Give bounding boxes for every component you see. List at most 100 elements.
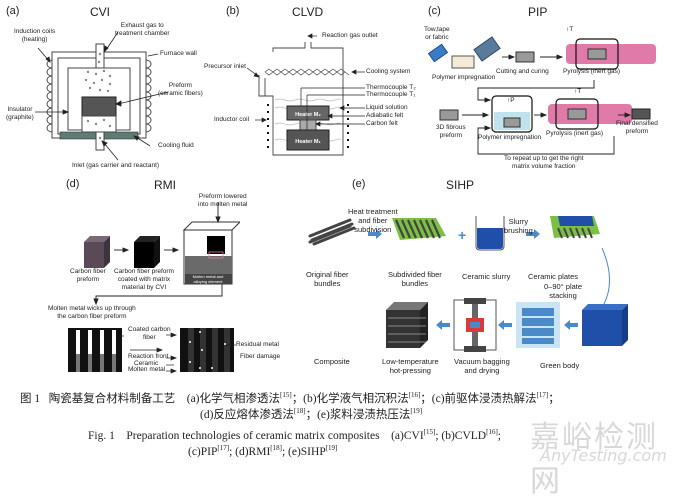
press-sample xyxy=(470,322,480,328)
label-repeat: To repeat up to get the right matrix vol… xyxy=(504,155,584,170)
panel-label-c: (c) xyxy=(428,5,441,17)
ref-en-d: [18] xyxy=(270,444,282,452)
molten-metal-label-bg xyxy=(185,274,232,284)
cvi-leader-arrows xyxy=(35,31,169,161)
panel-title-e: SIHP xyxy=(446,178,475,192)
pyrolysis-block-1 xyxy=(587,48,607,60)
watermark-en: AnyTesting.com xyxy=(540,446,667,465)
plus-icon: + xyxy=(458,227,466,243)
label-preform: Preform (ceramic fibers) xyxy=(158,82,203,97)
caption-cn-c: ；(c)前驱体浸渍热解法 xyxy=(420,393,537,405)
furnace-box-1 xyxy=(575,38,619,70)
label-ceramic-slurry: Ceramic slurry xyxy=(462,272,511,281)
label-carbon-felt: Carbon felt xyxy=(366,120,398,127)
coated-fibers xyxy=(76,330,116,354)
cf-preform-side xyxy=(104,236,110,268)
carbon-felt xyxy=(299,119,317,131)
panel-label-d: (d) xyxy=(66,178,80,190)
label-cutting-curing: Cutting and curing xyxy=(496,68,549,75)
label-cf-preform: Carbon fiber preform xyxy=(70,268,106,283)
impregnation-box-2 xyxy=(491,95,533,133)
label-temp-up-2: ↑T xyxy=(574,88,582,95)
sihp-diagram: + xyxy=(308,216,628,352)
impregnated-block xyxy=(503,117,521,128)
label-coated-preform: Carbon fiber preform coated with matrix … xyxy=(114,268,174,291)
label-original-bundles: Original fiber bundles xyxy=(306,270,349,288)
label-temp-up-1: ↑T xyxy=(566,26,574,33)
press-top-plate xyxy=(464,298,486,304)
clvd-diagram: Heater M₂ Heater M₁ xyxy=(246,33,365,156)
infiltration-zone xyxy=(208,251,224,259)
ref-cn-b: [16] xyxy=(408,391,421,400)
caption-en-e: ; (e)SIHP xyxy=(281,445,326,458)
label-insulator: Insulator (graphite) xyxy=(6,106,34,121)
cf-preform-front xyxy=(84,242,104,268)
label-polymer-impregnation-1: Polymer impregnation xyxy=(432,74,496,81)
heater-m1 xyxy=(286,129,330,151)
caption-cn-fig: 图 1 xyxy=(20,393,41,405)
preform-support xyxy=(81,115,117,133)
label-final-preform: Final densified preform xyxy=(616,120,658,135)
caption-cn-line1: 图 1 陶瓷基复合材料制备工艺 (a)化学气相渗透法[15]；(b)化学液气相沉… xyxy=(20,390,560,406)
green-body-front xyxy=(582,310,622,346)
preform-stack xyxy=(81,96,117,117)
panel-title-b: CLVD xyxy=(292,5,324,19)
label-fibrous-preform: 3D fibrous preform xyxy=(436,124,466,139)
caption-cn-line2: (d)反应熔体渗透法[18]；(e)浆料浸渍热压法[19] xyxy=(200,406,422,422)
cured-block-1 xyxy=(515,51,535,63)
fiber-lower-parts xyxy=(76,354,116,372)
label-green-body: Green body xyxy=(540,361,580,370)
label-ceramic-plates: Ceramic plates xyxy=(528,272,579,281)
residual-metal-dots xyxy=(189,331,226,369)
caption-en-a: Preparation technologies of ceramic matr… xyxy=(126,430,424,442)
stacking-curve-arrow xyxy=(601,247,610,305)
label-reaction-gas-outlet: Reaction gas outlet xyxy=(322,32,378,39)
green-body-side xyxy=(622,304,628,346)
green-body-top xyxy=(582,304,628,310)
exhaust-pipe xyxy=(95,43,105,69)
furnace-tube-1 xyxy=(566,44,656,64)
ref-en-c: [17] xyxy=(217,444,230,452)
label-thermocouple-t2: Thermocouple T₂ xyxy=(366,84,416,91)
panel-label-b: (b) xyxy=(226,5,240,17)
rmi-leader-lines xyxy=(120,332,236,374)
alloy-element-text: alloying element xyxy=(194,279,224,284)
clvd-leader-lines xyxy=(246,33,365,130)
label-adiabatic-felt: Adiabatic felt xyxy=(366,112,404,119)
composite-layers xyxy=(388,317,426,343)
label-stacking: 0–90° plate stacking xyxy=(544,282,583,300)
label-fiber-damage: Fiber damage xyxy=(240,353,281,360)
molten-alloy-text: Molten metal and xyxy=(193,274,224,279)
panel-label-e: (e) xyxy=(352,178,366,190)
ceramic-slurry-liquid xyxy=(477,228,503,249)
press-bottom-plate xyxy=(464,346,486,352)
label-cooling-system: Cooling system xyxy=(366,68,411,75)
rmi-flow-arrows xyxy=(93,202,223,306)
ref-en-b: [16] xyxy=(486,428,498,437)
ref-en-a: [15] xyxy=(423,428,436,437)
cvi-diagram xyxy=(35,31,169,161)
panel-title-c: PIP xyxy=(528,5,548,19)
pyrolysis-block-2 xyxy=(567,108,587,120)
subdivided-fibers xyxy=(394,219,442,239)
heater-m1-text: Heater M₁ xyxy=(295,139,321,145)
panel-title-d: RMI xyxy=(154,178,176,192)
caption-en-line2: (c)PIP[17]; (d)RMI[18]; (e)SIHP[19] xyxy=(188,444,337,458)
label-reaction-front: Reaction front xyxy=(128,353,169,360)
label-hot-pressing: Low-temperature hot-pressing xyxy=(382,357,439,375)
label-pressure-up: ↑P xyxy=(507,97,515,104)
panel-title-a: CVI xyxy=(90,5,111,19)
pip-flow-arrows xyxy=(462,54,632,155)
caption-cn-d: (d)反应熔体渗透法 xyxy=(200,409,294,421)
caption-cn-end1: ； xyxy=(548,393,560,405)
gas-particles xyxy=(84,52,112,140)
label-subdivided-bundles: Subdivided fiber bundles xyxy=(388,270,442,288)
label-composite: Composite xyxy=(314,357,350,366)
impregnation-bath-1 xyxy=(451,55,475,69)
caption-cn-a: 陶瓷基复合材料制备工艺 (a)化学气相渗透法 xyxy=(48,393,281,405)
ref-cn-e: [19] xyxy=(410,407,423,416)
label-thermocouple-t1: Thermocouple T₁ xyxy=(366,91,416,98)
label-cooling-fluid: Cooling fluid xyxy=(158,142,194,149)
label-molten-metal: Molten metal xyxy=(128,366,166,373)
label-inlet: Inlet (gas carrier and reactant) xyxy=(72,162,160,169)
